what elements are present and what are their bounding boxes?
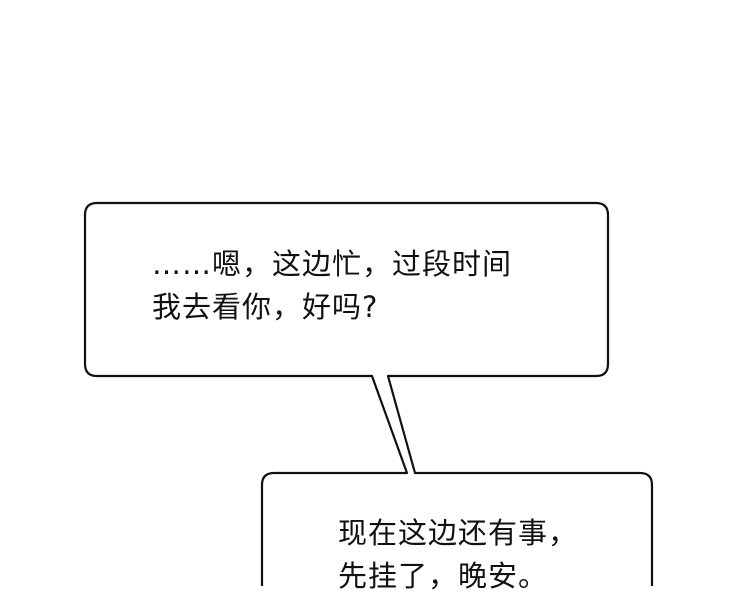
speech-bubble-top-text: ……嗯，这边忙，过段时间我去看你，好吗? — [152, 243, 512, 329]
speech-bubbles-graphic — [83, 201, 654, 598]
speech-bubble-bottom-outline — [260, 471, 654, 598]
speech-bubble-top-outline — [83, 201, 610, 378]
bubble-line: 我去看你，好吗? — [152, 290, 379, 324]
bubble-line: 现在这边还有事， — [338, 516, 579, 550]
comic-panel: ……嗯，这边忙，过段时间我去看你，好吗? 现在这边还有事， 先挂了，晚安。 — [83, 201, 654, 598]
speech-bubble-bottom-text: 现在这边还有事， 先挂了，晚安。 — [338, 512, 578, 598]
bubble-line: ……嗯，这边忙，过段时间 — [152, 247, 513, 281]
bubble-line: 先挂了，晚安。 — [338, 559, 549, 593]
bubble-connector — [370, 374, 417, 475]
